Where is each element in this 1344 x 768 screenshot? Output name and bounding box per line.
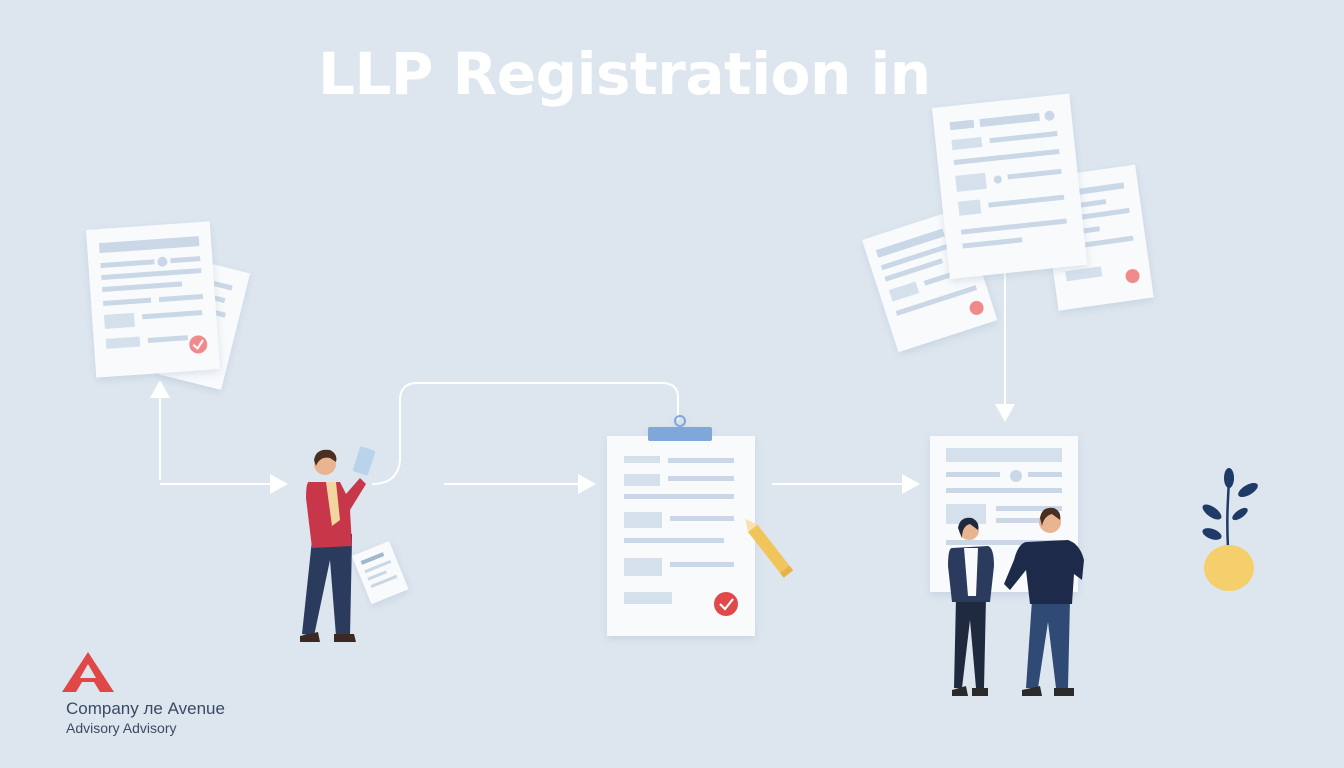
- pencil-icon: [745, 518, 794, 578]
- connector-person-to-clipboard-arc: [371, 382, 679, 485]
- plant-icon: [1202, 468, 1258, 591]
- document-icon-left-front: [86, 221, 221, 378]
- clipboard-icon: [607, 415, 755, 636]
- check-icon-clipboard: [714, 592, 738, 616]
- person-icon-man: [1004, 507, 1084, 696]
- person-icon-reviewer: [300, 446, 409, 642]
- page-title: LLP Registration in: [318, 40, 931, 108]
- check-icon-left: [189, 335, 208, 354]
- brand-tagline: Advisory Advisory: [66, 720, 177, 736]
- brand: Company ле Avenue Advisory Advisory: [60, 650, 300, 740]
- document-icon-top-center: [932, 93, 1088, 280]
- letter-a-logo-icon: [62, 652, 114, 692]
- person-icon-woman: [948, 517, 994, 696]
- brand-name: Company ле Avenue: [66, 699, 225, 718]
- connectors: [150, 272, 1015, 494]
